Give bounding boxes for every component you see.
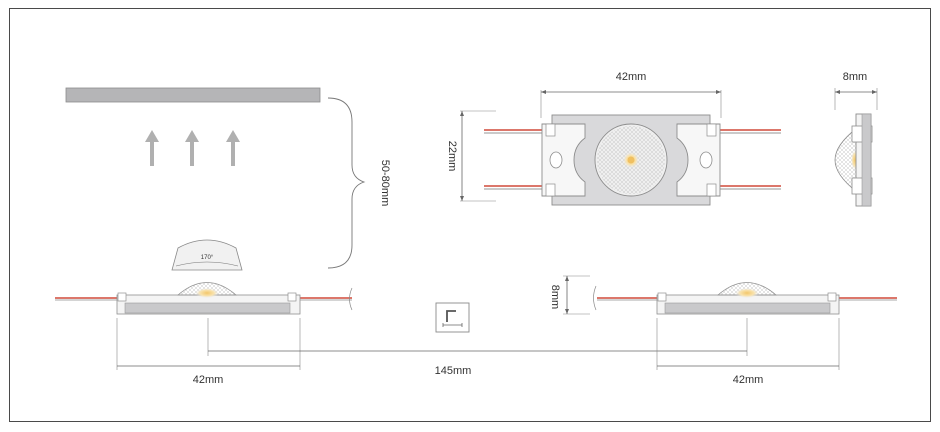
beam-angle-indicator: 170° xyxy=(171,239,243,271)
top-width-label: 42mm xyxy=(616,71,647,83)
side-width-label: 8mm xyxy=(843,71,867,83)
beam-angle-label: 170° xyxy=(201,255,214,261)
right-clip xyxy=(676,123,721,197)
drawing-frame xyxy=(9,8,931,422)
arrow-up-icon xyxy=(145,130,159,166)
logo-icon xyxy=(435,302,470,333)
side-height-label: 8mm xyxy=(549,285,561,309)
top-height-label: 22mm xyxy=(446,141,458,172)
distance-brace xyxy=(327,97,366,269)
left-width-label: 42mm xyxy=(193,374,224,386)
center-spacing-label: 145mm xyxy=(435,365,472,377)
module-top-view: 42mm 22mm xyxy=(446,71,781,206)
wires-left xyxy=(484,129,543,190)
light-box-illustration: 50-80mm 170° xyxy=(55,87,391,315)
wires-right xyxy=(718,129,781,190)
module-side-view-left xyxy=(55,282,353,315)
distance-range-label: 50-80mm xyxy=(379,160,391,206)
arrow-up-icon xyxy=(226,130,240,166)
arrow-up-icon xyxy=(185,130,199,166)
module-side-view-right: 8mm xyxy=(549,275,897,315)
left-clip xyxy=(541,123,586,197)
diffuser-board xyxy=(65,87,321,103)
module-end-view: 8mm xyxy=(834,71,878,207)
right-width-label: 42mm xyxy=(733,374,764,386)
bottom-dimensions: 42mm 145mm 42mm xyxy=(116,318,840,386)
